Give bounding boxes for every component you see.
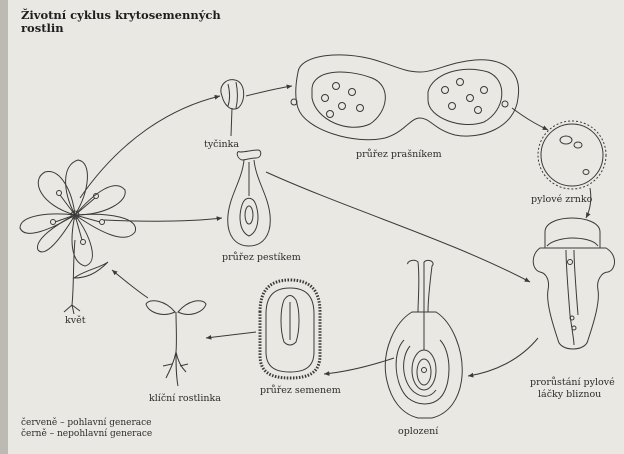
label-seedling: klíční rostlinka (149, 393, 221, 404)
label-flower: květ (65, 315, 86, 326)
label-stamen: tyčinka (204, 139, 239, 150)
seed-cross-section (260, 280, 320, 378)
legend: červeně – pohlavní generace černě – nepo… (21, 418, 152, 440)
label-fertilization: oplození (398, 426, 438, 437)
pollen-grain (538, 121, 606, 189)
fertilization-illustration (385, 260, 462, 418)
label-pistil-section: průřez pestíkem (222, 252, 301, 263)
label-seed-section: průřez semenem (260, 385, 341, 396)
seedling-illustration (146, 301, 206, 386)
anther-cross-section (291, 55, 519, 140)
stamen-illustration (221, 80, 244, 136)
legend-sexual-generation: červeně – pohlavní generace (21, 418, 152, 429)
flower-illustration (20, 160, 136, 314)
pistil-cross-section (228, 150, 271, 246)
label-anther-section: průřez prašníkem (356, 149, 442, 160)
cycle-arrows (80, 86, 591, 376)
pollen-tube-illustration (533, 218, 614, 349)
legend-asexual-generation: černě – nepohlavní generace (21, 429, 152, 440)
label-pollen-grain: pylové zrnko (531, 194, 592, 205)
label-pollen-tube-line1: prorůstání pylové (530, 377, 615, 389)
diagram-title: Životní cyklus krytosemenných rostlin (21, 9, 261, 35)
label-pollen-tube-line2: láčky bliznou (530, 389, 615, 401)
label-pollen-tube: prorůstání pylové láčky bliznou (530, 377, 615, 401)
